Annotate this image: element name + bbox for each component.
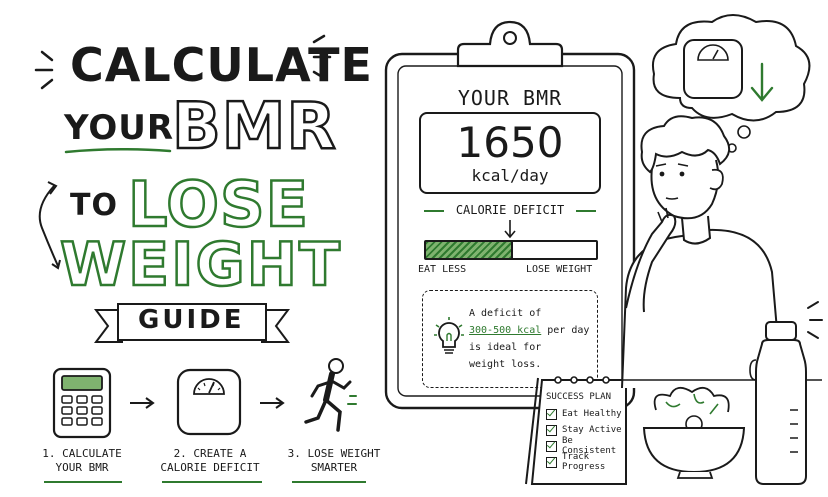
bmr-value: 1650 <box>456 118 564 167</box>
plan-item: Track Progress <box>546 452 630 472</box>
title-to: TO <box>70 188 118 223</box>
tip-text: A deficit of 300-500 kcal per day is ide… <box>469 308 590 370</box>
step-1-label: 1. CALCULATE YOUR BMR <box>42 447 122 474</box>
bmr-unit: kcal/day <box>471 166 549 185</box>
tip-highlight: 300-500 kcal <box>469 325 542 336</box>
underline-your <box>64 147 172 154</box>
deficit-bar <box>424 240 598 260</box>
arrow-right-icon <box>260 397 285 409</box>
guide-ribbon <box>94 303 290 343</box>
step-2-label: 2. CREATE A CALORIE DEFICIT <box>160 447 260 474</box>
salad-bowl-icon <box>642 386 746 479</box>
bar-left-label: EAT LESS <box>418 264 467 275</box>
title-guide: GUIDE <box>138 305 245 335</box>
title-lose: LOSE <box>127 167 310 243</box>
scale-icon <box>176 368 242 436</box>
success-plan-content: SUCCESS PLAN Eat Healthy Stay Active Be … <box>546 392 630 472</box>
bar-right-label: LOSE WEIGHT <box>526 264 593 275</box>
plan-item: Eat Healthy <box>546 406 630 422</box>
water-bottle-icon <box>749 301 823 485</box>
lightbulb-icon <box>434 317 464 354</box>
title-bmr: BMR <box>171 89 337 166</box>
plan-item: Stay Active <box>546 422 630 438</box>
checkbox-icon <box>546 456 557 468</box>
person-illustration <box>612 115 822 389</box>
deficit-bar-fill <box>426 242 513 258</box>
sparkle-left-icon <box>34 50 54 90</box>
title-weight: WEIGHT <box>59 229 342 302</box>
bmr-header: YOUR BMR <box>457 86 563 110</box>
runner-icon <box>304 358 357 432</box>
success-plan-title: SUCCESS PLAN <box>546 392 612 402</box>
tip-box: A deficit of 300-500 kcal per day is ide… <box>422 290 598 388</box>
checkbox-icon <box>546 440 557 452</box>
checkbox-icon <box>546 424 557 436</box>
step-underlines <box>44 481 366 483</box>
curved-arrow-icon <box>38 181 61 270</box>
checkbox-icon <box>546 408 557 420</box>
plan-item: Be Consistent <box>546 436 630 456</box>
deficit-pointer-icon <box>504 220 516 239</box>
sparkle-right-icon <box>312 34 332 80</box>
thought-bubble-icon <box>652 14 811 153</box>
arrow-right-icon <box>130 397 155 409</box>
calculator-icon <box>52 367 112 439</box>
step-3-label: 3. LOSE WEIGHT SMARTER <box>287 447 381 474</box>
deficit-title: CALORIE DEFICIT <box>455 203 565 217</box>
bmr-display: 1650 kcal/day <box>419 112 601 194</box>
title-calculate: CALCULATE <box>70 38 373 92</box>
deficit-title-rules <box>424 210 596 212</box>
title-your: YOUR <box>64 108 175 148</box>
